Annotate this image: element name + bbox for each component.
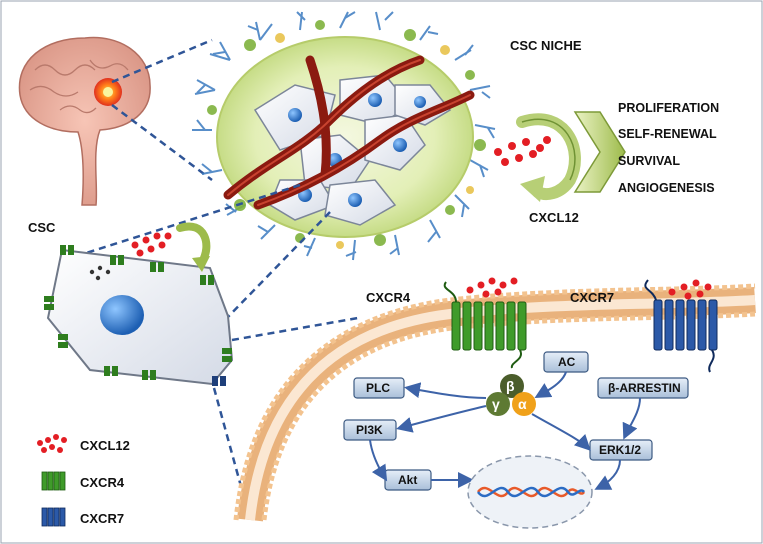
outcome-list: PROLIFERATION SELF-RENEWAL SURVIVAL ANGI… xyxy=(618,101,719,195)
niche-cxcl12-label: CXCL12 xyxy=(529,210,579,225)
plc-label: PLC xyxy=(366,381,390,395)
signaling-arrows xyxy=(369,371,641,490)
cxcl12-dots-niche xyxy=(494,136,551,166)
cxcr4-cxcl12-dots xyxy=(466,277,518,298)
chevron-arrow-icon xyxy=(573,111,626,193)
csc-niche-illustration xyxy=(192,11,496,261)
cxcr4-label: CXCR4 xyxy=(366,290,411,305)
outcome-survival: SURVIVAL xyxy=(618,154,680,168)
g-protein: β γ α xyxy=(486,374,536,416)
legend-cxcl12-label: CXCL12 xyxy=(80,438,130,453)
legend-cxcr4-label: CXCR4 xyxy=(80,475,125,490)
outcome-angiogenesis: ANGIOGENESIS xyxy=(618,181,715,195)
cxcr7-receptor-icon xyxy=(644,279,718,373)
g-beta-subunit xyxy=(500,374,524,398)
erk-label: ERK1/2 xyxy=(599,443,641,457)
csc-nucleus xyxy=(100,295,144,335)
svg-text:β: β xyxy=(506,378,515,394)
arrestin-label: β-ARRESTIN xyxy=(608,381,681,395)
cxcr7-cxcl12-dots xyxy=(668,279,712,300)
csc-zoom-lines xyxy=(212,316,359,513)
legend: CXCL12 CXCR4 CXCR7 xyxy=(37,434,130,527)
brain-zoom-lines xyxy=(111,38,213,181)
outcome-self-renewal: SELF-RENEWAL xyxy=(618,127,717,141)
arrestin-box xyxy=(597,377,689,399)
niche-feedback-arrow-icon xyxy=(516,113,581,202)
chemokine-dots-icon xyxy=(37,434,67,453)
legend-cxcr4-icon xyxy=(41,471,66,491)
plc-box xyxy=(353,377,405,399)
outcome-proliferation: PROLIFERATION xyxy=(618,101,719,115)
csc-label: CSC xyxy=(28,220,56,235)
pi3k-label: PI3K xyxy=(356,423,383,437)
g-gamma-subunit xyxy=(486,392,510,416)
cxcr7-label: CXCR7 xyxy=(570,290,614,305)
ac-label: AC xyxy=(558,355,576,369)
legend-cxcr7-icon xyxy=(41,507,66,527)
nucleus-dna xyxy=(467,455,593,529)
niche-zoom-lines xyxy=(79,183,331,321)
akt-label: Akt xyxy=(398,473,417,487)
brain-illustration xyxy=(18,36,151,206)
legend-cxcr7-label: CXCR7 xyxy=(80,511,124,526)
svg-text:γ: γ xyxy=(492,396,500,412)
g-alpha-subunit xyxy=(512,392,536,416)
svg-text:α: α xyxy=(518,396,527,412)
niche-label: CSC NICHE xyxy=(510,38,582,53)
csc-cell-illustration xyxy=(44,222,234,386)
cxcr4-receptor-icon xyxy=(443,281,527,369)
